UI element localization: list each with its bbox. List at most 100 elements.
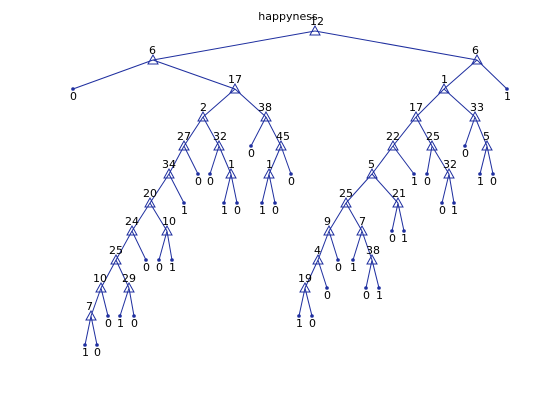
- leaf-label: 1: [504, 90, 511, 103]
- leaf-marker: [351, 258, 355, 262]
- tree-edge: [209, 145, 220, 175]
- tree-edge: [391, 202, 399, 232]
- tree-split-node: 5: [481, 130, 493, 151]
- leaf-marker: [71, 87, 75, 91]
- tree-leaf: 1: [296, 314, 303, 330]
- tree-leaf: 1: [169, 258, 176, 274]
- tree-edge: [328, 202, 347, 232]
- leaf-label: 1: [221, 204, 228, 217]
- tree-edge: [131, 230, 147, 261]
- tree-edge: [158, 230, 168, 261]
- leaf-marker: [208, 172, 212, 176]
- tree-edge: [183, 145, 199, 175]
- leaf-marker: [412, 172, 416, 176]
- leaf-marker: [260, 201, 264, 205]
- split-triangle-marker: [323, 224, 335, 236]
- tree-edge: [166, 230, 173, 261]
- leaf-label: 0: [156, 261, 163, 274]
- split-triangle-marker: [309, 24, 321, 36]
- tree-leaf: 0: [462, 144, 469, 160]
- tree-edge: [230, 173, 238, 204]
- leaf-label: 0: [490, 175, 497, 188]
- split-label: 25: [426, 130, 440, 143]
- split-triangle-marker: [95, 281, 107, 293]
- tree-split-node: 10: [93, 272, 107, 293]
- split-label: 32: [443, 158, 457, 171]
- split-triangle-marker: [163, 167, 175, 179]
- tree-split-node: 5: [366, 158, 378, 179]
- tree-split-node: 9: [323, 215, 335, 236]
- leaf-marker: [106, 314, 110, 318]
- tree-edge: [443, 88, 476, 118]
- split-label: 21: [392, 187, 406, 200]
- tree-leaf: 0: [207, 172, 214, 188]
- leaf-marker: [402, 229, 406, 233]
- tree-edge: [149, 173, 170, 204]
- tree-edge: [72, 59, 154, 90]
- tree-edge: [261, 173, 270, 204]
- split-label: 33: [470, 101, 484, 114]
- tree-edge: [149, 202, 168, 232]
- tree-edge: [464, 116, 476, 147]
- tree-edge: [371, 173, 399, 204]
- tree-edge: [202, 116, 220, 147]
- tree-edge: [202, 88, 236, 118]
- leaf-marker: [364, 286, 368, 290]
- leaf-marker: [452, 201, 456, 205]
- tree-leaf: 1: [181, 201, 188, 217]
- leaf-label: 0: [272, 204, 279, 217]
- split-label: 12: [310, 15, 324, 28]
- tree-split-node: 29: [122, 272, 136, 293]
- leaf-marker: [463, 144, 467, 148]
- tree-leaf: 1: [350, 258, 357, 274]
- leaf-label: 1: [181, 204, 188, 217]
- leaf-label: 1: [169, 261, 176, 274]
- split-triangle-marker: [263, 167, 275, 179]
- tree-title: happyness: [258, 10, 318, 23]
- leaf-marker: [505, 87, 509, 91]
- tree-edge: [479, 145, 488, 175]
- leaf-marker: [325, 286, 329, 290]
- tree-edge: [426, 145, 433, 175]
- tree-edge: [119, 287, 130, 317]
- tree-leaf: 0: [439, 201, 446, 217]
- tree-split-node: 25: [109, 244, 123, 265]
- tree-edge: [115, 259, 130, 289]
- split-triangle-marker: [469, 110, 481, 122]
- tree-edge: [352, 230, 363, 261]
- tree-edge: [268, 173, 276, 204]
- tree-edge: [90, 287, 102, 317]
- leaf-label: 1: [296, 317, 303, 330]
- leaf-marker: [478, 172, 482, 176]
- tree-edge: [268, 145, 282, 175]
- leaf-label: 1: [451, 204, 458, 217]
- leaf-marker: [289, 172, 293, 176]
- split-label: 10: [162, 215, 176, 228]
- leaf-label: 0: [288, 175, 295, 188]
- tree-edges: [72, 30, 508, 346]
- tree-edge: [280, 145, 292, 175]
- tree-edge: [392, 116, 417, 147]
- tree-split-node: 25: [339, 187, 353, 208]
- tree-edge: [218, 145, 232, 175]
- split-label: 34: [162, 158, 176, 171]
- leaf-label: 1: [117, 317, 124, 330]
- tree-edge: [317, 230, 330, 261]
- split-triangle-marker: [438, 82, 450, 94]
- tree-split-node: 4: [312, 244, 324, 265]
- leaf-marker: [170, 258, 174, 262]
- split-label: 29: [122, 272, 136, 285]
- split-triangle-marker: [225, 167, 237, 179]
- leaf-marker: [95, 343, 99, 347]
- tree-split-node: 17: [228, 73, 242, 94]
- leaf-marker: [182, 201, 186, 205]
- leaf-label: 0: [462, 147, 469, 160]
- tree-edge: [304, 287, 313, 317]
- tree-leaf: 0: [309, 314, 316, 330]
- split-label: 7: [86, 300, 93, 313]
- split-label: 6: [149, 44, 156, 57]
- leaf-label: 0: [324, 289, 331, 302]
- leaf-label: 0: [195, 175, 202, 188]
